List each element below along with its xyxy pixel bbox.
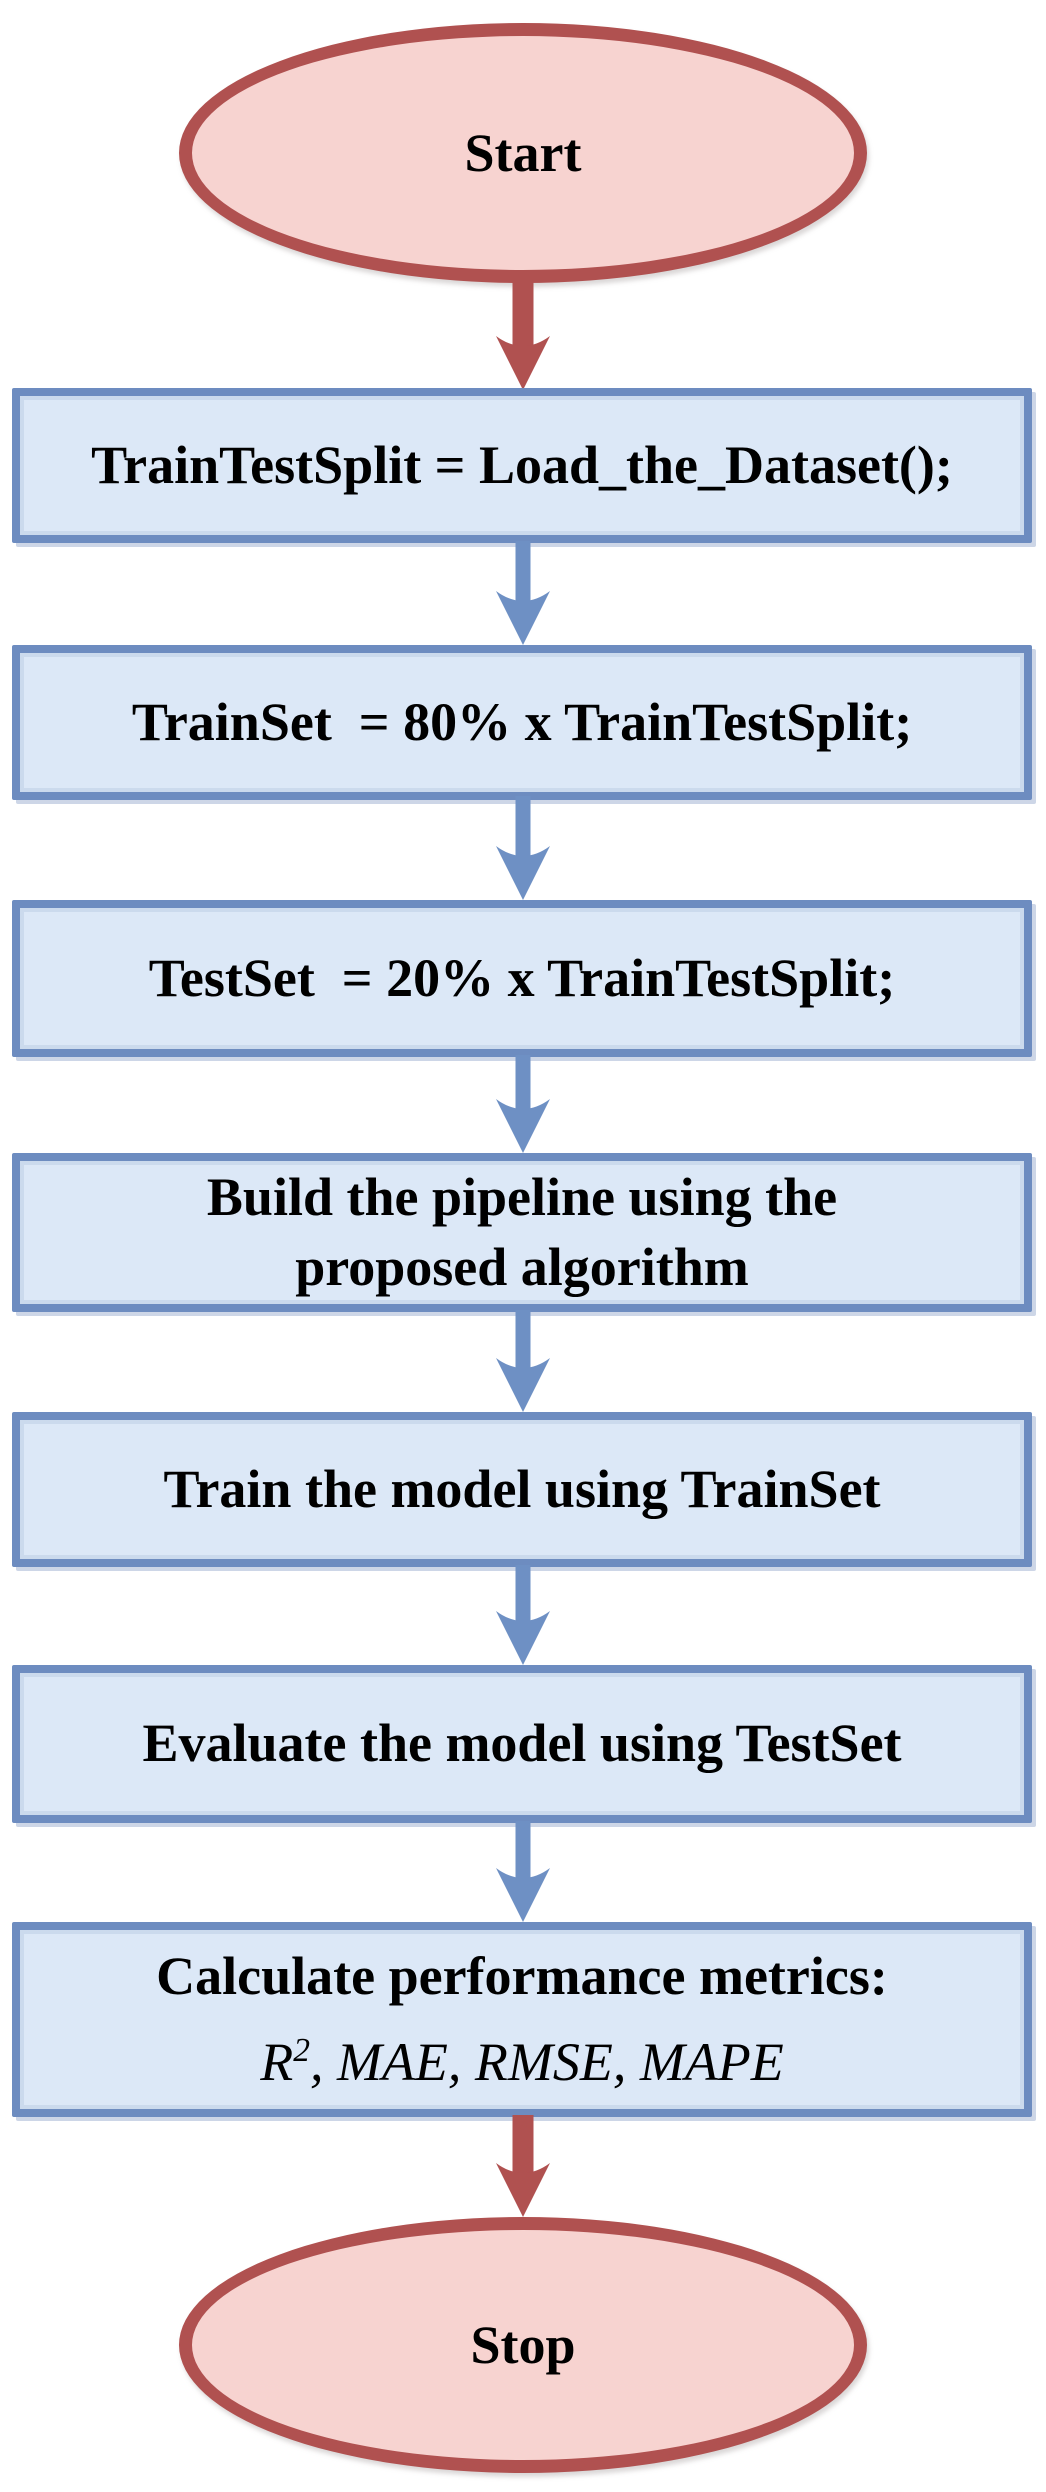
arrow-metrics-to-stop	[493, 2115, 553, 2217]
arrow-load-to-trainsplit	[493, 541, 553, 645]
node-label: Calculate performance metrics: R2, MAE, …	[20, 1934, 1024, 2105]
arrow-start-to-load	[493, 278, 553, 390]
node-label: Stop	[470, 2315, 576, 2375]
node-label: TestSet = 20% x TrainTestSplit;	[148, 947, 896, 1008]
node-label: TrainTestSplit = Load_the_Dataset();	[91, 434, 953, 495]
arrow-trainsplit-to-testsplit	[493, 796, 553, 900]
arrow-build-to-train	[493, 1310, 553, 1412]
process-build-pipeline: Build the pipeline using the proposed al…	[12, 1153, 1032, 1312]
arrow-evaluate-to-metrics	[493, 1821, 553, 1922]
node-label: Build the pipeline using the proposed al…	[206, 1167, 838, 1297]
stop-terminator: Stop	[179, 2217, 867, 2473]
process-test-split: TestSet = 20% x TrainTestSplit;	[12, 900, 1032, 1057]
process-calculate-metrics: Calculate performance metrics: R2, MAE, …	[12, 1922, 1032, 2117]
arrow-train-to-evaluate	[493, 1565, 553, 1665]
process-train-model: Train the model using TrainSet	[12, 1412, 1032, 1567]
node-label: TrainSet = 80% x TrainTestSplit;	[131, 691, 913, 752]
metrics-formula: R2, MAE, RMSE, MAPE	[260, 2031, 784, 2092]
process-load-dataset: TrainTestSplit = Load_the_Dataset();	[12, 388, 1032, 543]
process-train-split: TrainSet = 80% x TrainTestSplit;	[12, 645, 1032, 800]
node-label: Evaluate the model using TestSet	[142, 1713, 902, 1774]
arrow-testsplit-to-build	[493, 1055, 553, 1153]
start-terminator: Start	[179, 23, 867, 283]
node-label: Train the model using TrainSet	[163, 1458, 881, 1519]
node-label: Start	[464, 123, 582, 183]
process-evaluate-model: Evaluate the model using TestSet	[12, 1665, 1032, 1823]
